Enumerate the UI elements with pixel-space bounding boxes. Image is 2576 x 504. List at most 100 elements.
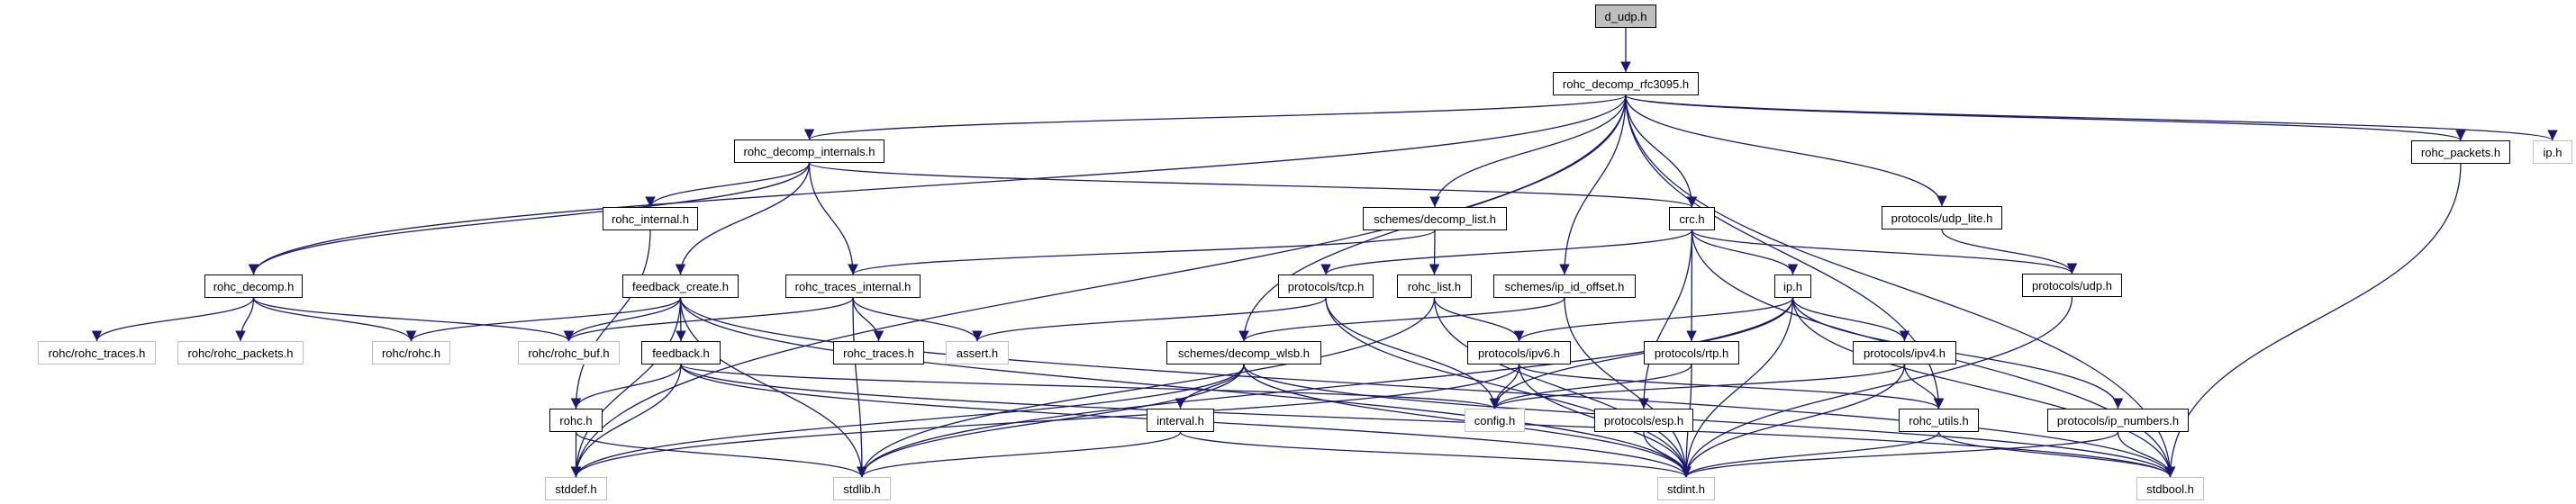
node-protocols-ipv6-h[interactable]: protocols/ipv6.h [1467,341,1571,364]
node-protocols-esp-h[interactable]: protocols/esp.h [1594,409,1693,432]
edge-rohc_packets_local-to-stdbool [2164,163,2462,478]
node-ip-h[interactable]: ip.h [1774,274,1811,298]
edge-interval-to-stdint [1179,431,1692,478]
node-rohc-traces-internal-h[interactable]: rohc_traces_internal.h [785,274,921,298]
edge-rfc3095-to-udp_lite [1625,94,1947,207]
edge-feedback_create-to-stddef [570,297,682,478]
node-protocols-udp-lite-h[interactable]: protocols/udp_lite.h [1882,206,2002,230]
edge-decomp_internals-to-feedback_create [675,162,811,275]
edge-crc-to-tcp [1320,230,1693,275]
node-ip-h-external: ip.h [2533,140,2572,164]
node-feedback-create-h[interactable]: feedback_create.h [622,274,739,298]
edge-traces_internal-to-rohc_buf_ext [563,297,854,342]
node-stddef-h: stddef.h [545,477,607,500]
edge-feedback-to-config [680,364,1500,410]
edge-decomp_wlsb-to-interval [1175,364,1245,410]
node-rohc-rohc-buf-h: rohc/rohc_buf.h [518,341,620,364]
edge-ipv4-to-rohc_utils [1903,364,1945,410]
edge-rohc_decomp-to-rohc_buf_ext [252,297,575,342]
edge-rfc3095-to-stdbool [1625,94,2176,478]
edge-ipv4-to-stdint [1681,364,1906,478]
edge-rfc3095-to-decomp_internals [804,94,1627,140]
edge-crc-to-udp [1691,230,2078,274]
node-protocols-rtp-h[interactable]: protocols/rtp.h [1644,341,1739,364]
node-rohc-rohc-traces-h: rohc/rohc_traces.h [38,341,156,364]
edge-udp-to-stdint [1681,296,2073,478]
edge-ipv6-to-stddef [570,364,1520,478]
edge-crc-to-ip [1691,230,1799,275]
edge-feedback_create-to-stdbool [679,297,2176,478]
node-schemes-ip-id-offset-h[interactable]: schemes/ip_id_offset.h [1493,274,1636,298]
edge-ip-to-ipv6 [1513,297,1794,342]
edge-rohc_decomp-to-rohc_rohc_ext [252,297,417,342]
node-rohc-traces-h[interactable]: rohc_traces.h [833,341,924,364]
edge-traces_internal-to-assert [852,297,983,342]
edge-feedback-to-stdbool [680,364,2176,478]
edge-ip_id_offset-to-decomp_wlsb [1238,297,1565,342]
node-rohc-rohc-packets-h: rohc/rohc_packets.h [177,341,304,364]
node-rohc-rohc-h: rohc/rohc.h [372,341,450,364]
edge-decomp_internals-to-rohc_internal [645,162,811,208]
node-rohc-utils-h[interactable]: rohc_utils.h [1899,409,1979,432]
edge-rfc3095-to-decomp_list [1429,94,1627,208]
edge-feedback-to-rohc_h [570,364,682,410]
edge-rohc_list-to-stdint [1433,297,1692,478]
node-stdbool-h: stdbool.h [2136,477,2204,500]
edge-crc-to-esp [1638,230,1693,410]
node-protocols-udp-h[interactable]: protocols/udp.h [2022,274,2122,297]
edge-tcp-to-assert [972,297,1327,342]
edge-rohc_utils-to-stdint [1681,431,1940,478]
edge-decomp_wlsb-to-stddef [570,364,1245,478]
edge-traces_internal-to-stdlib [852,297,867,478]
node-protocols-ipv4-h[interactable]: protocols/ipv4.h [1853,341,1956,364]
edge-decomp_wlsb-to-stdbool [1243,364,2176,478]
edge-rfc3095-to-ip_ext [1625,94,2558,141]
node-rohc-internal-h[interactable]: rohc_internal.h [603,207,698,230]
node-protocols-ip-numbers-h[interactable]: protocols/ip_numbers.h [2047,409,2189,432]
node-stdlib-h: stdlib.h [833,477,891,500]
edge-decomp_internals-to-crc [808,162,1697,208]
node-protocols-tcp-h[interactable]: protocols/tcp.h [1278,274,1374,298]
edge-rohc_decomp-to-rohc_traces_ext [91,297,255,342]
edge-tcp-to-config [1325,297,1501,410]
edge-udp_lite-to-udp [1941,229,2078,274]
node-assert-h: assert.h [946,341,1009,364]
edge-feedback_create-to-stdint [679,297,1692,478]
edge-decomp_internals-to-rohc_decomp [248,162,811,275]
edge-rohc_internal-to-rohc_h [570,230,651,410]
edge-feedback-to-stddef [570,364,682,478]
node-schemes-decomp-list-h[interactable]: schemes/decomp_list.h [1363,207,1507,230]
edge-rfc3095-to-rohc_decomp [248,94,1627,275]
edge-rohc_utils-to-stdbool [1937,431,2176,478]
edge-ip_id_offset-to-stdint [1564,297,1692,478]
edge-rohc_list-to-stdlib [857,297,1436,478]
node-interval-h[interactable]: interval.h [1147,409,1214,432]
node-schemes-decomp-wlsb-h[interactable]: schemes/decomp_wlsb.h [1166,341,1321,364]
node-crc-h[interactable]: crc.h [1669,207,1715,230]
edge-rtp-to-config [1489,364,1692,410]
node-d-udp-h: d_udp.h [1595,4,1656,28]
node-rohc-decomp-internals-h[interactable]: rohc_decomp_internals.h [734,140,884,163]
edge-ip_numbers-to-stdint [1681,431,2119,478]
edge-interval-to-stdlib [857,431,1182,478]
node-rohc-decomp-h[interactable]: rohc_decomp.h [204,274,303,298]
edge-ip-to-stdbool [1791,297,2176,478]
edge-decomp_internals-to-traces_internal [808,162,858,275]
node-feedback-h[interactable]: feedback.h [641,341,721,364]
node-rohc-list-h[interactable]: rohc_list.h [1397,274,1472,298]
node-stdint-h: stdint.h [1657,477,1715,500]
edge-ip-to-stdlib [857,297,1794,478]
edge-traces_internal-to-rohc_traces [852,297,884,342]
node-rohc-packets-h[interactable]: rohc_packets.h [2411,140,2510,164]
node-rohc-decomp-rfc3095-h[interactable]: rohc_decomp_rfc3095.h [1553,72,1699,95]
node-config-h: config.h [1465,409,1525,432]
edge-ipv6-to-rohc_utils [1518,364,1945,410]
edge-feedback_create-to-stdlib [679,297,867,478]
edge-rfc3095-to-stddef [570,94,1627,478]
node-rohc-h[interactable]: rohc.h [549,409,603,432]
edge-rfc3095-to-crc [1625,94,1698,208]
edge-rfc3095-to-ip_id_offset [1559,94,1627,275]
edge-decomp_list-to-rohc_list [1429,230,1440,275]
